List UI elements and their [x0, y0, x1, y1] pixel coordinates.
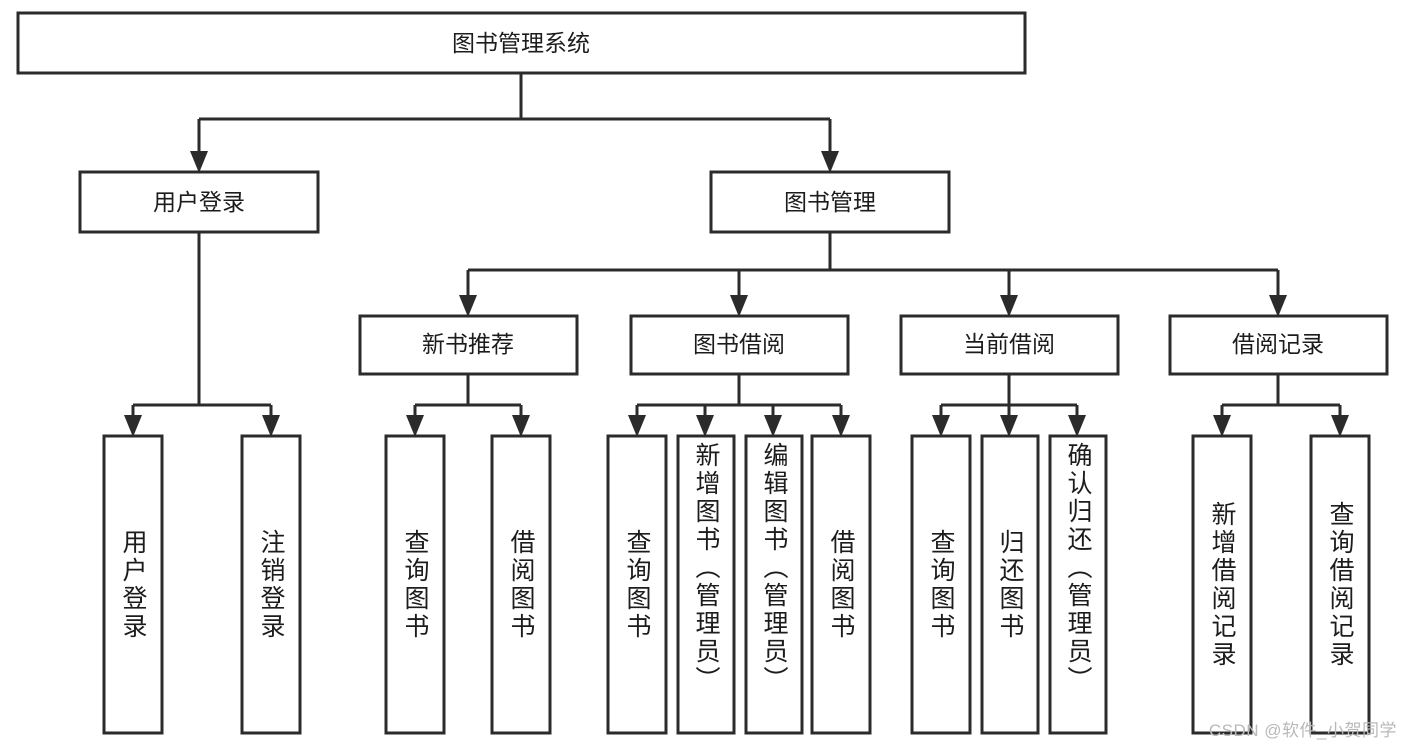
- arrow-to-leaf-query-book-3: [932, 415, 950, 437]
- node-leaf-edit-book[interactable]: [744, 434, 804, 735]
- arrow-to-user-login: [190, 151, 208, 173]
- node-leaf-borrow-book-2[interactable]: [810, 434, 872, 735]
- node-book-borrow-label: 图书借阅: [693, 331, 785, 357]
- node-leaf-query-record[interactable]: [1309, 434, 1371, 735]
- connector-current-borrow-to-leaves: [932, 374, 1086, 437]
- node-leaf-add-book[interactable]: [676, 434, 736, 735]
- node-user-login-label: 用户登录: [153, 189, 245, 215]
- node-new-book-recommend-label: 新书推荐: [422, 331, 514, 357]
- arrow-to-leaf-edit-book: [764, 415, 782, 437]
- connector-borrow-record-to-leaves: [1213, 374, 1349, 437]
- node-current-borrow-label: 当前借阅: [963, 331, 1055, 357]
- arrow-to-current-borrow: [1000, 295, 1018, 317]
- connector-book-borrow-to-leaves: [628, 374, 850, 437]
- node-book-management-label: 图书管理: [784, 189, 876, 215]
- node-leaf-query-book-1[interactable]: [384, 434, 446, 735]
- arrow-to-new-book-recommend: [459, 295, 477, 317]
- node-leaf-user-login[interactable]: [102, 434, 164, 735]
- connector-root-to-level2: [190, 73, 839, 173]
- connector-new-book-recommend-to-leaves: [406, 374, 530, 437]
- node-leaf-confirm-return[interactable]: [1048, 434, 1108, 735]
- arrow-to-leaf-user-login: [124, 415, 142, 437]
- arrow-to-leaf-query-book-1: [406, 415, 424, 437]
- node-root[interactable]: 图书管理系统: [16, 11, 1027, 75]
- node-leaf-user-logout[interactable]: [240, 434, 302, 735]
- node-borrow-record-label: 借阅记录: [1232, 331, 1324, 357]
- arrow-to-book-management: [821, 151, 839, 173]
- arrow-to-book-borrow: [730, 295, 748, 317]
- connector-user-login-to-leaves: [124, 232, 280, 437]
- node-user-login[interactable]: 用户登录: [78, 170, 320, 234]
- node-leaf-query-book-3[interactable]: [910, 434, 972, 735]
- node-new-book-recommend[interactable]: 新书推荐: [358, 314, 579, 376]
- arrow-to-leaf-add-book: [696, 415, 714, 437]
- node-root-label: 图书管理系统: [452, 30, 590, 56]
- node-leaf-borrow-book-1[interactable]: [490, 434, 552, 735]
- arrow-to-leaf-user-logout: [262, 415, 280, 437]
- arrow-to-leaf-query-record: [1331, 415, 1349, 437]
- node-borrow-record[interactable]: 借阅记录: [1168, 314, 1389, 376]
- arrow-to-leaf-borrow-book-1: [512, 415, 530, 437]
- arrow-to-borrow-record: [1269, 295, 1287, 317]
- arrow-to-leaf-borrow-book-2: [832, 415, 850, 437]
- node-book-borrow[interactable]: 图书借阅: [629, 314, 850, 376]
- connector-book-management-to-level3: [459, 232, 1287, 317]
- node-leaf-return-book[interactable]: [980, 434, 1040, 735]
- arrow-to-leaf-add-record: [1213, 415, 1231, 437]
- arrow-to-leaf-query-book-2: [628, 415, 646, 437]
- arrow-to-leaf-confirm-return: [1068, 415, 1086, 437]
- node-book-management[interactable]: 图书管理: [709, 170, 951, 234]
- node-leaf-add-record[interactable]: [1191, 434, 1253, 735]
- arrow-to-leaf-return-book: [1000, 415, 1018, 437]
- csdn-watermark: CSDN @软件_小贺同学: [1208, 721, 1397, 740]
- node-leaf-query-book-2[interactable]: [606, 434, 668, 735]
- node-current-borrow[interactable]: 当前借阅: [899, 314, 1120, 376]
